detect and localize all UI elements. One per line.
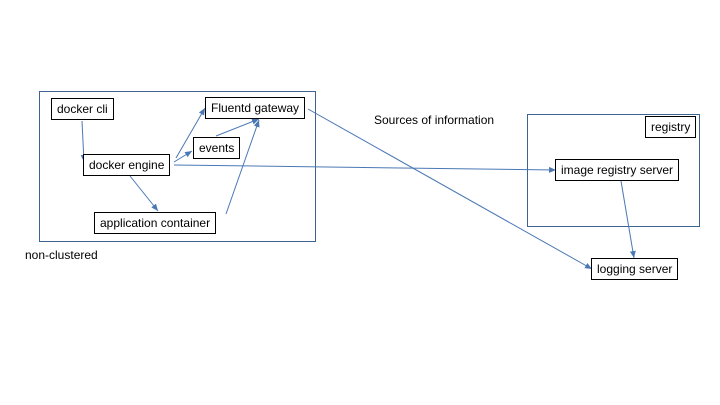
registry-label-box: registry — [645, 116, 697, 138]
edge-docker-engine-to-fluentd-gateway — [175, 107, 206, 159]
fluentd-gateway-node: Fluentd gateway — [205, 97, 306, 119]
edge-events-to-fluentd-gateway — [215, 118, 260, 137]
docker-engine-node: docker engine — [83, 154, 171, 176]
application-container-node: application container — [94, 212, 217, 234]
image-registry-server-node: image registry server — [555, 159, 680, 181]
edge-docker-engine-to-image-registry-server — [173, 164, 557, 173]
docker-cli-node: docker cli — [51, 98, 114, 120]
sources-of-information-label: Sources of information — [374, 113, 495, 127]
non-clustered-label: non-clustered — [25, 248, 98, 262]
events-node: events — [193, 137, 241, 159]
edge-fluentd-gateway-to-logging-server — [307, 108, 593, 270]
logging-server-node: logging server — [591, 258, 679, 280]
edge-docker-engine-to-application-container — [129, 175, 159, 212]
registry-container — [527, 114, 700, 227]
edge-application-container-to-fluentd-gateway — [225, 119, 260, 215]
edge-docker-engine-to-events — [173, 150, 193, 163]
edge-image-registry-server-to-logging-server — [620, 180, 636, 259]
